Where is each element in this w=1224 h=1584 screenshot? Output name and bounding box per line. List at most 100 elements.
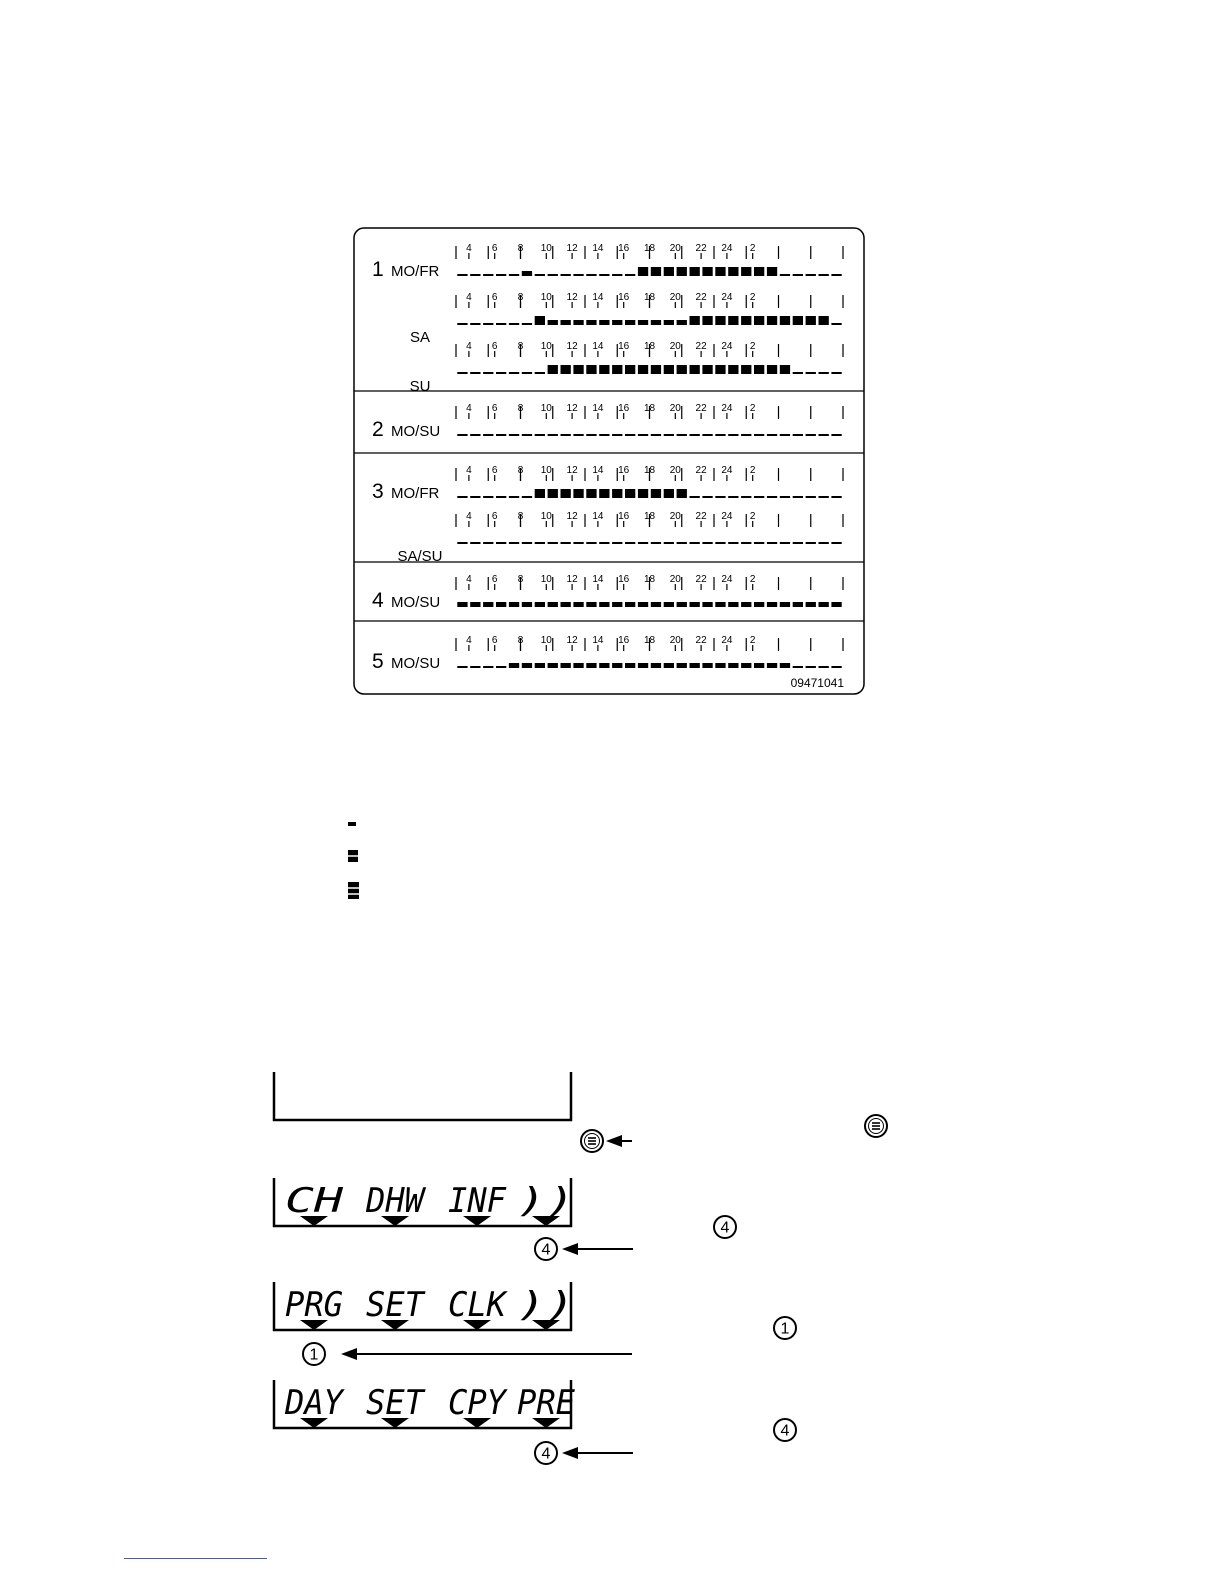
schedule-slot (766, 434, 778, 436)
schedule-slot (754, 365, 765, 374)
schedule-slot (663, 489, 674, 498)
schedule-slot (779, 663, 791, 668)
button-4-icon[interactable]: 4 (713, 1215, 737, 1239)
schedule-slot (792, 496, 803, 498)
schedule-slot (573, 489, 584, 498)
schedule-slot (483, 602, 494, 607)
softkey-pointer (300, 1216, 328, 1226)
footer-rule (124, 1558, 267, 1559)
schedule-slot (573, 365, 584, 374)
day-label: SA (410, 329, 430, 346)
tick-label: 16 (618, 465, 630, 476)
schedule-slot (457, 372, 468, 374)
menu-button-icon[interactable] (864, 1114, 888, 1138)
tick-label: 2 (750, 465, 756, 476)
schedule-slot (457, 496, 468, 498)
schedule-slot (599, 663, 610, 668)
tick-label: 16 (618, 511, 630, 522)
schedule-slot (792, 316, 803, 325)
schedule-slot (586, 663, 597, 668)
schedule-slot (560, 320, 571, 325)
schedule-slot (637, 542, 649, 544)
softkey-pointer (463, 1216, 491, 1226)
tick-label: 4 (466, 243, 472, 254)
schedule-slot (483, 274, 494, 276)
schedule-slot (805, 372, 816, 374)
tick-label: 20 (670, 511, 682, 522)
tick-label: 10 (541, 511, 553, 522)
schedule-slot (754, 663, 765, 668)
schedule-slot (689, 434, 700, 436)
schedule-slot (612, 434, 623, 436)
schedule-slot (599, 542, 610, 544)
schedule-slot (818, 274, 829, 276)
schedule-slot (457, 602, 468, 607)
tick-label: 2 (750, 635, 756, 646)
tick-label: 18 (644, 243, 656, 254)
schedule-slot (650, 365, 662, 374)
program-table-frame (353, 227, 865, 695)
tick-label: 2 (750, 243, 756, 254)
tick-label: 22 (696, 511, 708, 522)
button-4-icon[interactable]: 4 (534, 1441, 558, 1465)
tick-label: 22 (696, 574, 708, 585)
schedule-slot (805, 666, 816, 668)
schedule-slot (457, 542, 468, 544)
schedule-slot (637, 365, 649, 374)
schedule-slot (599, 365, 610, 374)
tick-label: 22 (696, 635, 708, 646)
schedule-slot (779, 602, 791, 607)
schedule-slot (496, 542, 507, 544)
schedule-slot (702, 316, 713, 325)
button-4-icon[interactable]: 4 (773, 1418, 797, 1442)
schedule-slot (779, 496, 791, 498)
schedule-slot (573, 320, 584, 325)
schedule-slot (663, 602, 674, 607)
schedule-slot (650, 663, 662, 668)
tick-label: 14 (592, 465, 604, 476)
tick-label: 6 (492, 243, 498, 254)
tick-label: 22 (696, 243, 708, 254)
button-1-icon[interactable]: 1 (302, 1342, 326, 1366)
schedule-slot (521, 372, 533, 374)
day-label: MO/SU (391, 655, 440, 672)
lcd-softkey-label: PRE (517, 1383, 575, 1423)
schedule-slot (741, 542, 752, 544)
tick-label: 14 (592, 574, 604, 585)
lcd-softkey-label: DHW (365, 1181, 426, 1221)
menu-button-icon[interactable] (580, 1129, 604, 1153)
tick-label: 14 (592, 341, 604, 352)
schedule-slot (831, 372, 842, 374)
schedule-slot (560, 542, 571, 544)
tick-label: 10 (541, 403, 553, 414)
schedule-slot (470, 434, 481, 436)
schedule-slot (792, 602, 803, 607)
tick-label: 16 (618, 243, 630, 254)
schedule-slot (663, 267, 674, 276)
schedule-slot (805, 602, 816, 607)
schedule-slot (508, 434, 520, 436)
schedule-slot (754, 542, 765, 544)
schedule-slot (496, 496, 507, 498)
tick-label: 18 (644, 292, 656, 303)
schedule-slot (534, 372, 545, 374)
schedule-slot (831, 542, 842, 544)
button-1-icon[interactable]: 1 (773, 1316, 797, 1340)
tick-label: 10 (541, 574, 553, 585)
button-4-icon[interactable]: 4 (534, 1237, 558, 1261)
tick-label: 24 (721, 465, 733, 476)
schedule-slot (689, 496, 700, 498)
schedule-slot (715, 602, 726, 607)
softkey-pointer (463, 1418, 491, 1428)
day-label: SU (410, 378, 431, 395)
schedule-slot (534, 489, 545, 498)
tick-label: 8 (518, 341, 524, 352)
schedule-slot (496, 666, 507, 668)
schedule-slot (741, 316, 752, 325)
schedule-slot (470, 542, 481, 544)
tick-label: 12 (567, 465, 579, 476)
softkey-pointer (532, 1418, 560, 1428)
tick-label: 10 (541, 292, 553, 303)
